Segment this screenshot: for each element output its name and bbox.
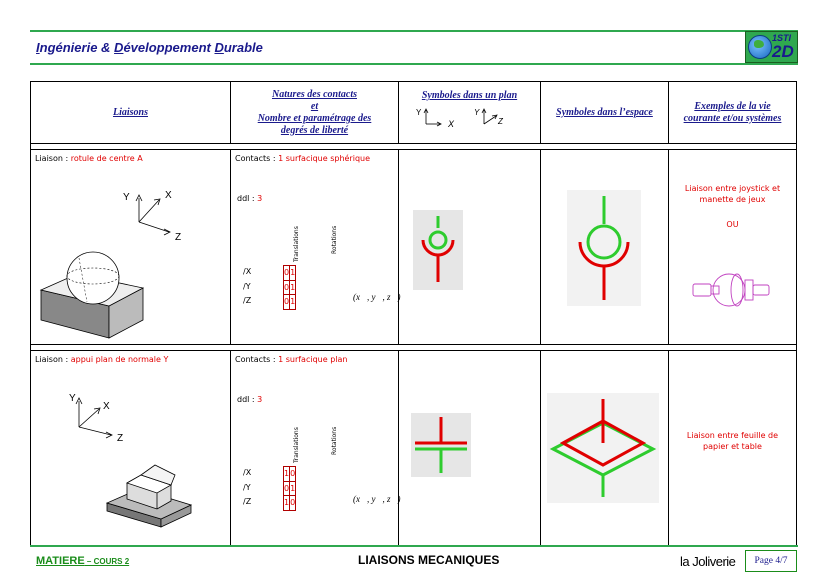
header-title-part: I (36, 40, 40, 55)
logo-sti2d: 1STI 2D (745, 31, 798, 63)
cell-liaison-appui-plan: Liaison : appui plan de normale Y Y X Z (30, 350, 231, 546)
footer-brand-logo: la Joliverie (680, 554, 736, 569)
rotule-example-drawing (692, 273, 770, 307)
header-title: Ingénierie & Développement Durable (36, 40, 263, 55)
rotule-perspective-drawing: Y X Z (39, 190, 181, 339)
footer-subject: MATIERE – COURS 2 (36, 555, 130, 567)
col-header-espace: Symboles dans l’espace (540, 81, 669, 144)
header-title-part: ngénierie & (39, 40, 115, 55)
appui-plan-perspective-drawing: Y X Z (69, 393, 193, 528)
vector-basis: (x⃗, y⃗, z⃗) (353, 494, 401, 504)
cell-espace-appui-plan (540, 350, 669, 546)
cell-natures-rotule: Contacts : 1 surfacique sphérique ddl : … (230, 149, 401, 345)
ddl-label: ddl : 3 (237, 194, 263, 203)
header-bottom-line (30, 63, 798, 65)
appui-plan-plan-symbol (411, 413, 471, 477)
svg-text:Y: Y (474, 108, 480, 117)
cell-exemple-rotule: Liaison entre joystick et manette de jeu… (668, 149, 797, 345)
cell-exemple-appui-plan: Liaison entre feuille de papier et table (668, 350, 797, 546)
svg-text:Y: Y (123, 192, 130, 203)
col-header-exemples: Exemples de la vie courante et/ou systèm… (668, 81, 797, 144)
svg-text:Z: Z (175, 232, 181, 243)
logo-big-text: 2D (772, 42, 794, 61)
appui-plan-espace-symbol (547, 393, 659, 503)
header-top-line (30, 30, 798, 32)
cell-plan-rotule (398, 149, 541, 345)
svg-text:X: X (103, 401, 110, 412)
svg-text:X: X (165, 190, 172, 201)
table-header-row: Liaisons Natures des contacts et Nombre … (30, 81, 797, 144)
svg-text:Z: Z (117, 433, 123, 444)
svg-text:Y: Y (69, 393, 76, 404)
ddl-label: ddl : 3 (237, 395, 263, 404)
svg-text:Y: Y (416, 108, 422, 117)
cell-liaison-rotule: Liaison : rotule de centre A Y X Z (30, 149, 231, 345)
vector-basis: (x⃗, y⃗, z⃗) (353, 292, 401, 302)
table-row: Liaison : rotule de centre A Y X Z Conta… (30, 149, 797, 345)
header-title-part: D (114, 40, 124, 55)
header-title-part: urable (223, 40, 263, 55)
rotule-plan-symbol (413, 210, 463, 290)
svg-text:X: X (447, 119, 455, 129)
liaisons-table: Liaisons Natures des contacts et Nombre … (30, 81, 797, 546)
col-header-plan: Symboles dans un plan Y X Y Z (398, 81, 541, 144)
table-row: Liaison : appui plan de normale Y Y X Z (30, 350, 797, 546)
plan-axes-diagram: Y X Y Z (416, 108, 504, 129)
footer-title: LIAISONS MECANIQUES (358, 553, 500, 567)
header-title-part: éveloppement (123, 40, 215, 55)
footer-top-line (30, 545, 798, 547)
cell-natures-appui-plan: Contacts : 1 surfacique plan ddl : 3 Tra… (230, 350, 401, 546)
header-title-part: D (214, 40, 224, 55)
col-header-natures: Natures des contacts et Nombre et paramé… (230, 81, 399, 144)
footer-page-number: Page 4/7 (745, 550, 797, 572)
svg-text:Z: Z (497, 117, 504, 126)
cell-espace-rotule (540, 149, 669, 345)
logo-top-text: 1STI (772, 33, 792, 43)
rotule-espace-symbol (567, 190, 641, 306)
col-header-liaisons: Liaisons (30, 81, 231, 144)
cell-plan-appui-plan (398, 350, 541, 546)
